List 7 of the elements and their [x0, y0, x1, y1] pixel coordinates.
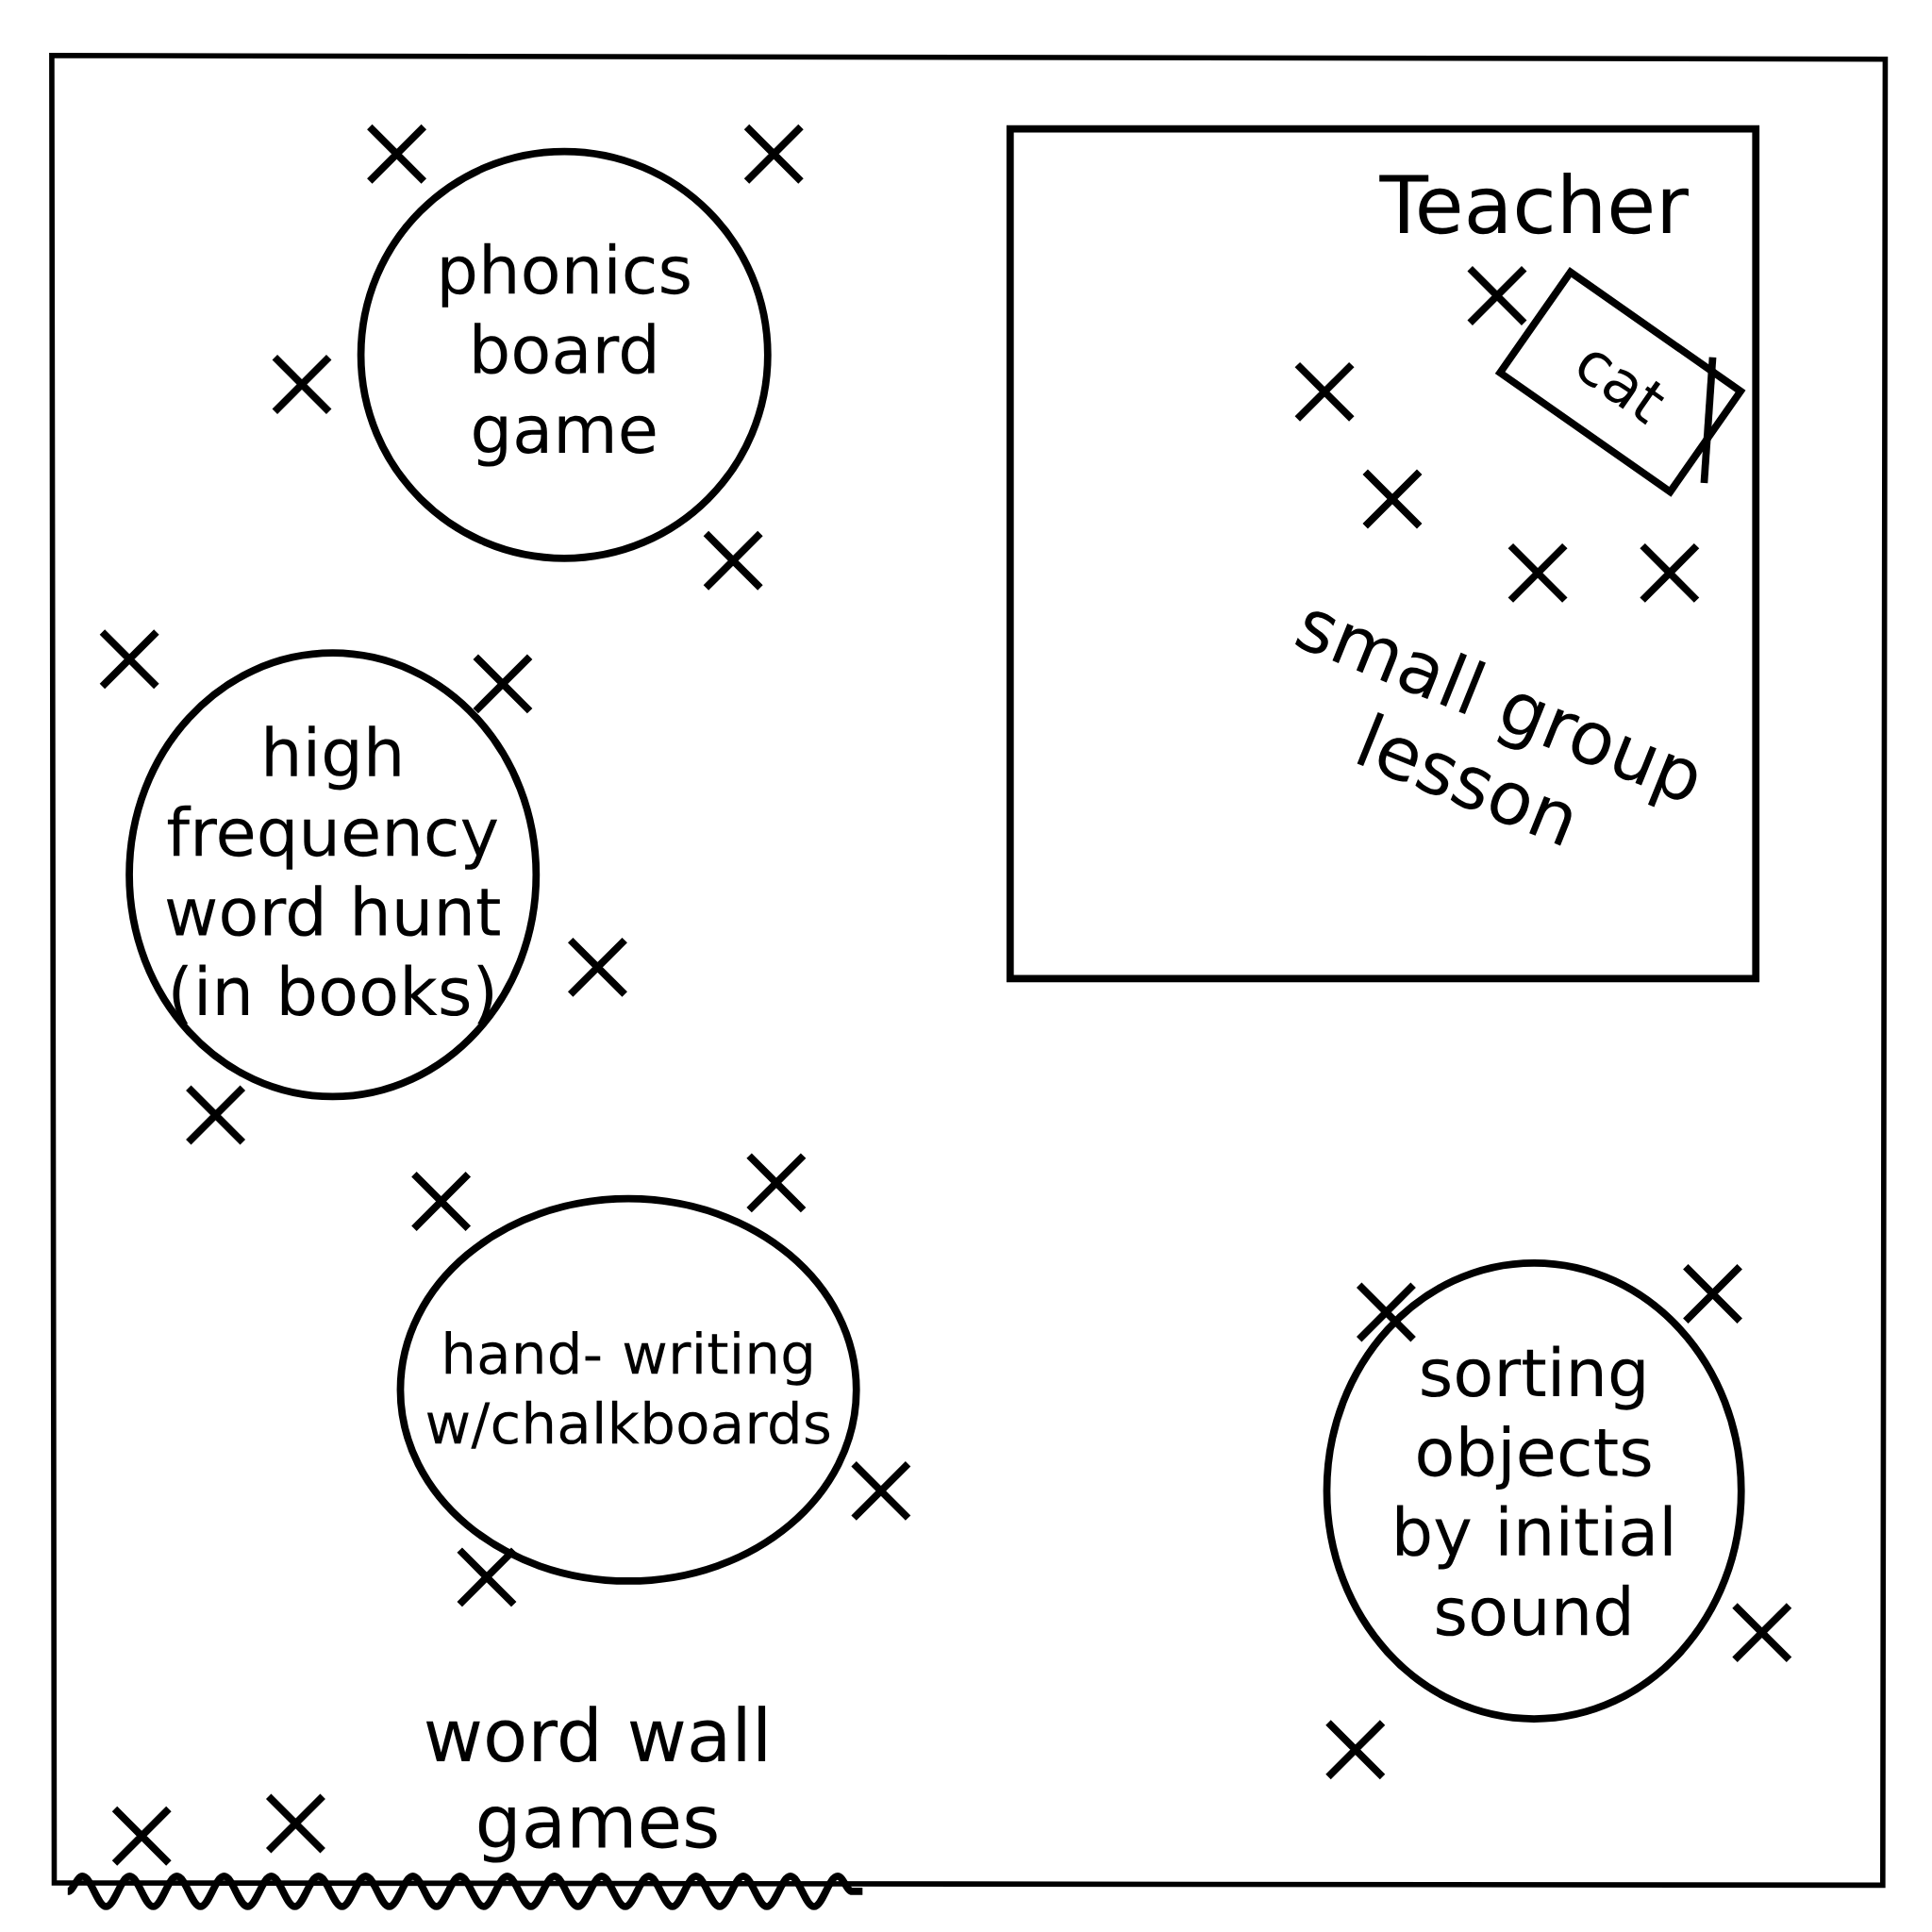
teacher-label: Teacher	[1379, 172, 1689, 235]
area-label: word wall games	[425, 1706, 766, 1863]
activity-table: phonics board game	[357, 147, 772, 562]
activity-table: sorting objects by initial sound	[1323, 1258, 1745, 1723]
group-area	[1006, 125, 1760, 983]
activity-table: hand- writing w/chalkboards	[396, 1194, 860, 1585]
activity-table: high frequency word hunt (in books)	[125, 649, 541, 1101]
